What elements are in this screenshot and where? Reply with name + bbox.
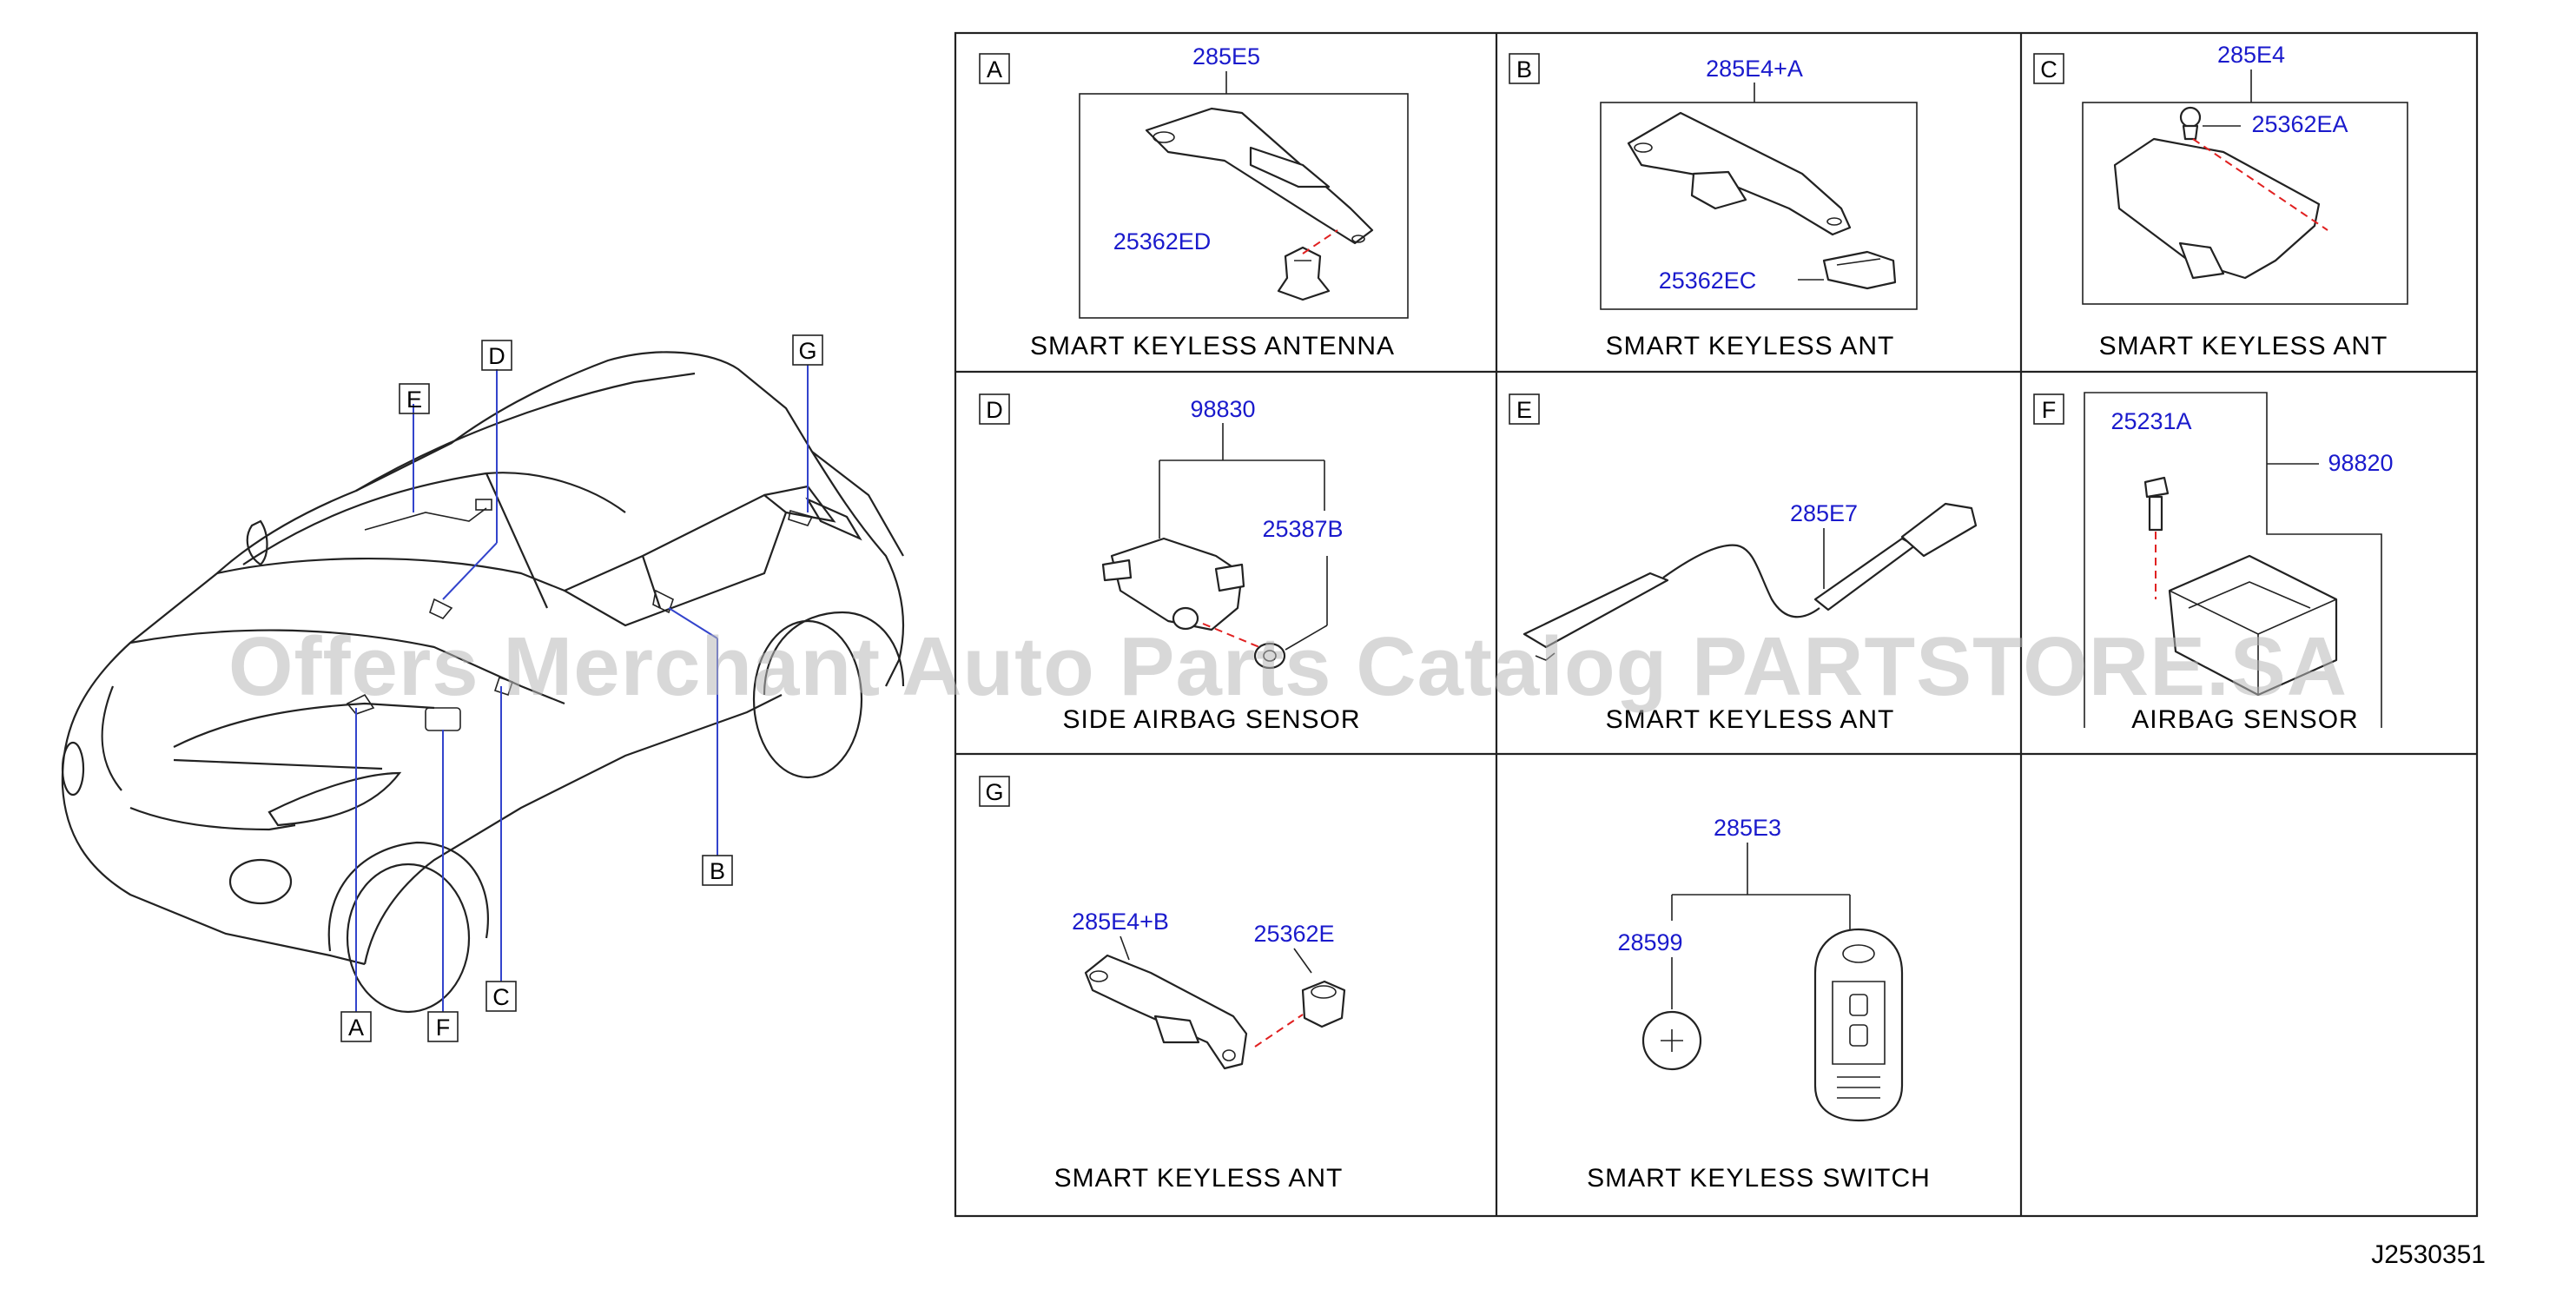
panel-a-title: SMART KEYLESS ANTENNA: [1030, 332, 1395, 360]
callout-box-c: C: [485, 981, 517, 1012]
callout-box-f: F: [427, 1011, 459, 1042]
callout-box-b: B: [702, 855, 733, 886]
part-number: 285E4+A: [1706, 56, 1803, 82]
callout-leaders: [355, 365, 809, 1012]
panel-d-letter: D: [986, 397, 1003, 423]
panel-b-title: SMART KEYLESS ANT: [1606, 332, 1895, 360]
svg-text:C: C: [492, 984, 510, 1010]
svg-text:B: B: [710, 858, 725, 884]
part-number: 285E4: [2217, 42, 2285, 68]
figure-code: J2530351: [2371, 1240, 2486, 1269]
bolt-25231a: [2143, 476, 2170, 532]
panel-switch: 285E3 28599 SMART KEYLESS SWITCH: [1587, 815, 1931, 1193]
antenna-285e7: [1522, 502, 1978, 661]
panel-c-letter: C: [2040, 56, 2057, 83]
vehicle-overview: E D G B C A F: [61, 334, 905, 1042]
panel-d: D 98830 25387B SIDE AIRBAG SENSOR: [979, 393, 1360, 734]
airbag-sensor-unit: [2168, 554, 2338, 697]
part-number: 285E4+B: [1072, 909, 1169, 935]
svg-text:A: A: [348, 1015, 364, 1041]
grommet-25362e: [1301, 980, 1346, 1028]
panel-a: A 285E5 25362ED SMART KEYLESS ANTENNA: [979, 43, 1409, 360]
callout-box-e: E: [399, 383, 430, 414]
callout-box-a: A: [340, 1011, 372, 1042]
panel-c-title: SMART KEYLESS ANT: [2099, 332, 2388, 360]
screw-25362ea: [2179, 106, 2202, 141]
antenna-module-c: [2113, 137, 2321, 280]
panel-e-title: SMART KEYLESS ANT: [1606, 705, 1895, 734]
antenna-module-b: [1627, 111, 1852, 236]
key-fob-285e3: [1813, 928, 1904, 1122]
clip-25362ed: [1277, 246, 1331, 301]
panel-g-letter: G: [985, 779, 1003, 805]
part-number: 25362EC: [1659, 268, 1757, 294]
part-number: 98830: [1190, 396, 1255, 422]
panel-f-title: AIRBAG SENSOR: [2131, 705, 2358, 734]
panel-b: B 285E4+A 25362EC SMART KEYLESS ANT: [1509, 53, 1918, 360]
part-number: 25231A: [2110, 408, 2191, 434]
panel-g-title: SMART KEYLESS ANT: [1054, 1164, 1344, 1193]
panel-e-letter: E: [1516, 397, 1532, 423]
svg-text:G: G: [798, 338, 816, 364]
antenna-bracket-a: [1145, 107, 1374, 245]
panel-e: E 285E7 SMART KEYLESS ANT: [1509, 393, 1978, 734]
part-number: 25362EA: [2251, 111, 2348, 137]
antenna-module-g: [1084, 954, 1248, 1070]
callout-box-d: D: [481, 340, 512, 371]
svg-text:D: D: [488, 343, 505, 369]
clip-25362ec: [1822, 250, 1897, 290]
panel-c: C 285E4 25362EA SMART KEYLESS ANT: [2033, 42, 2408, 360]
battery-28599: [1641, 1010, 1702, 1071]
panel-switch-title: SMART KEYLESS SWITCH: [1587, 1164, 1931, 1193]
panel-f-letter: F: [2042, 397, 2057, 423]
watermark: Offers Merchant Auto Parts Catalog PARTS…: [228, 620, 2348, 713]
panel-g: G 285E4+B 25362E SMART KEYLESS ANT: [979, 776, 1346, 1193]
part-number: 98820: [2328, 450, 2393, 476]
parts-grid: [954, 31, 2479, 1218]
part-number: 285E3: [1714, 815, 1781, 841]
part-number: 25362ED: [1113, 228, 1212, 254]
part-number: 285E7: [1790, 500, 1858, 526]
panel-b-letter: B: [1516, 56, 1532, 83]
part-number: 25387B: [1262, 516, 1343, 542]
grommet-25387b: [1253, 642, 1286, 670]
svg-text:E: E: [406, 387, 422, 413]
part-number: 285E5: [1192, 43, 1260, 69]
svg-text:F: F: [436, 1015, 451, 1041]
callout-box-g: G: [792, 334, 823, 366]
panel-f: F 25231A 98820 AIRBAG SENSOR: [2033, 392, 2394, 734]
panel-a-letter: A: [987, 56, 1002, 83]
part-number: 28599: [1617, 929, 1682, 955]
part-number: 25362E: [1253, 921, 1334, 947]
side-airbag-sensor: [1101, 537, 1245, 631]
panel-d-title: SIDE AIRBAG SENSOR: [1062, 705, 1360, 734]
